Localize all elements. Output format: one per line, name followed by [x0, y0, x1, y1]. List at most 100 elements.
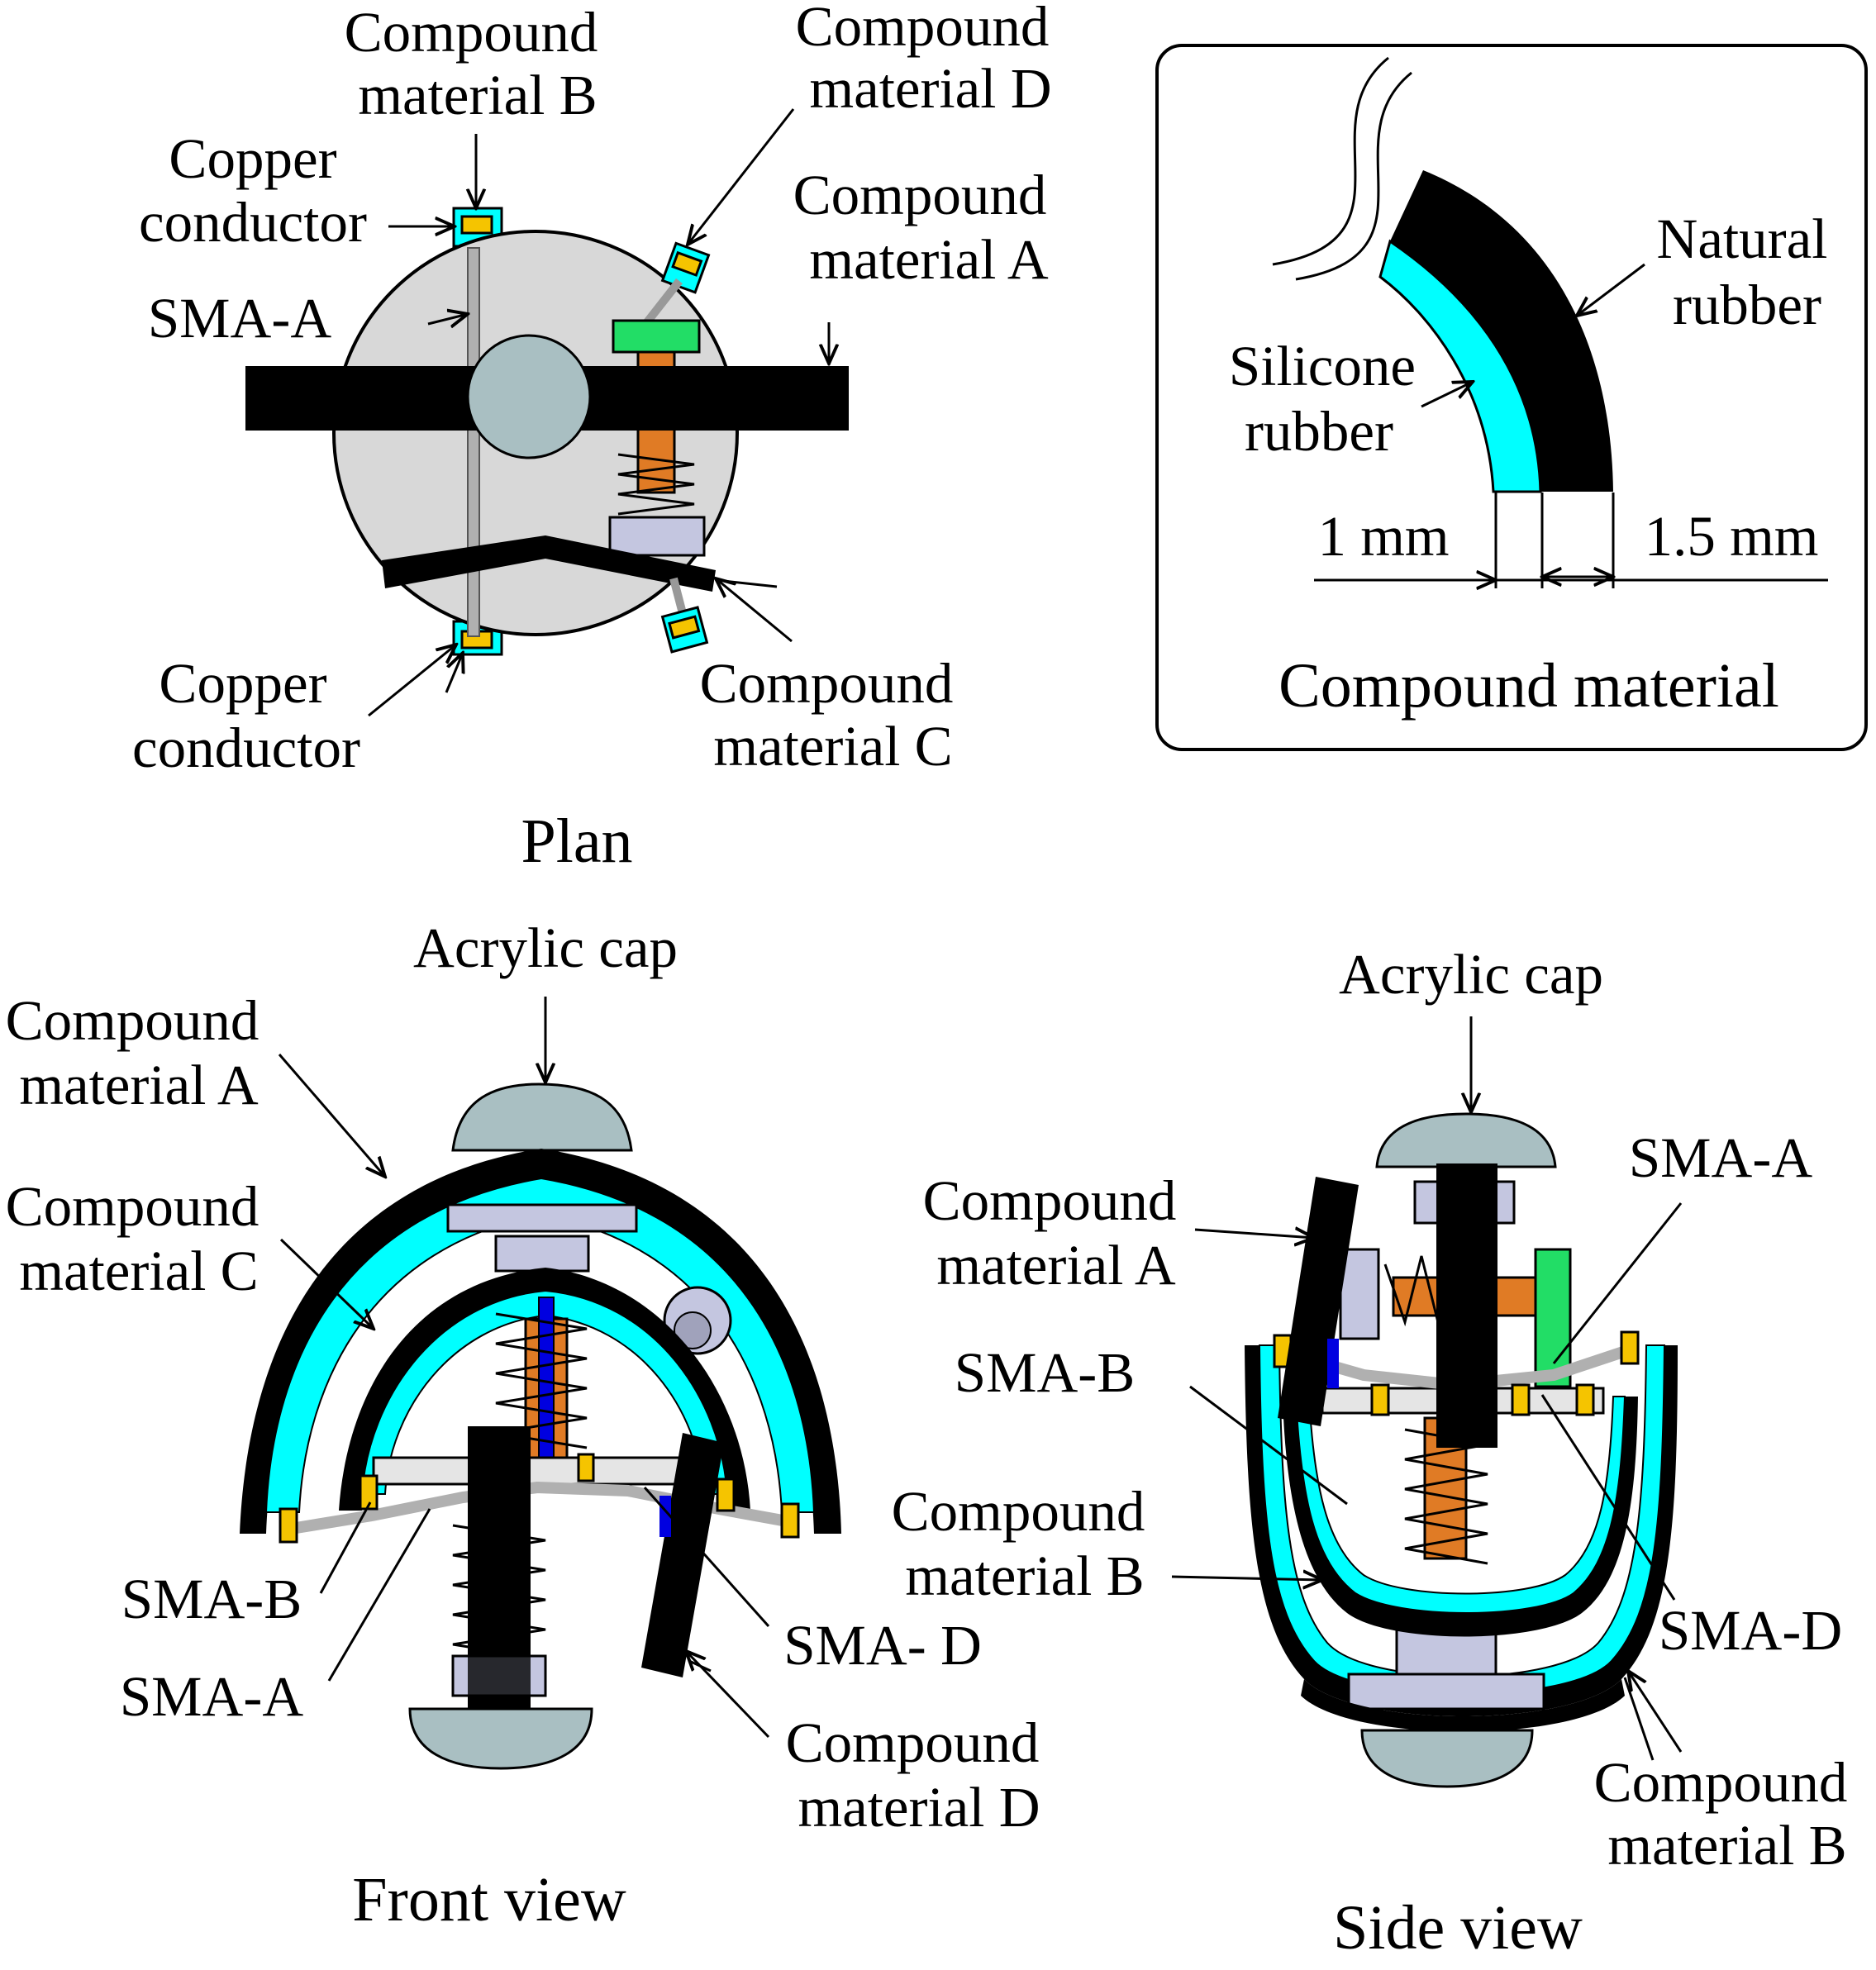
front-label-sma-d: SMA- D: [783, 1614, 982, 1677]
side-inner-u-silicone: [1294, 1396, 1626, 1614]
side-arrow-sma-a: [1552, 1202, 1683, 1364]
plan-label-compound-a-1: Compound: [793, 164, 1047, 226]
plan-arrow-copper-bottom-2: [445, 653, 463, 693]
front-title: Front view: [352, 1865, 626, 1934]
side-copper-5: [1620, 1330, 1640, 1365]
front-label-sma-a: SMA-A: [120, 1665, 304, 1728]
side-lower-spring: [1404, 1428, 1488, 1565]
front-compound-c-outer: [339, 1268, 750, 1511]
side-left-block: [1339, 1248, 1380, 1340]
plan-label-copper-top-2: conductor: [139, 191, 367, 254]
front-mid-plate: [372, 1456, 714, 1486]
plan-label-copper-top-1: Copper: [169, 127, 336, 190]
plan-arrow-compound-c: [716, 578, 793, 643]
inset-arrow-natural-rubber: [1577, 263, 1645, 316]
plan-arrow-compound-c-2: [715, 578, 778, 588]
inset-natural-rubber-layer: [1390, 170, 1613, 492]
front-label-compound-c-2: material C: [19, 1240, 258, 1302]
side-top-acrylic-cap: [1375, 1112, 1557, 1168]
inset-label-silicone-2: rubber: [1245, 400, 1393, 463]
front-arrow-sma-d: [643, 1487, 770, 1627]
side-arrow-compound-a: [1194, 1230, 1314, 1238]
inset-title: Compound material: [1278, 651, 1779, 721]
side-label-compound-a-2: material A: [936, 1234, 1175, 1297]
inset-label-natural-1: Natural: [1657, 207, 1828, 270]
side-copper-3: [1511, 1383, 1531, 1416]
plan-title: Plan: [521, 807, 632, 876]
side-arrow-compound-b-right: [1628, 1671, 1683, 1753]
front-top-acrylic-cap: [451, 1083, 633, 1152]
side-label-compound-b-left-2: material B: [905, 1544, 1144, 1607]
inset-dim-label-right: 1.5 mm: [1645, 505, 1819, 568]
side-copper-2: [1370, 1383, 1390, 1416]
front-upper-plate: [446, 1203, 638, 1233]
inset-break-line-2: [1295, 71, 1412, 281]
plan-label-compound-b-2: material B: [358, 64, 597, 126]
front-copper-3: [577, 1453, 595, 1482]
compound-material-inset: Natural rubber Silicone rubber 1 mm 1.5 …: [1155, 44, 1868, 751]
side-label-compound-b-right-1: Compound: [1594, 1751, 1848, 1814]
plan-label-copper-bottom-2: conductor: [132, 716, 360, 779]
front-arrow-compound-c: [279, 1238, 374, 1329]
plan-green-block: [612, 319, 701, 354]
plan-label-compound-c-1: Compound: [700, 652, 954, 715]
side-green-block: [1534, 1248, 1572, 1388]
side-title: Side view: [1333, 1893, 1583, 1963]
side-center-bar: [1436, 1163, 1497, 1448]
inset-break-line-1: [1272, 56, 1389, 266]
front-label-sma-b: SMA-B: [121, 1568, 302, 1630]
front-label-compound-d-1: Compound: [786, 1711, 1040, 1774]
front-label-compound-c-1: Compound: [6, 1175, 259, 1238]
side-compound-b-silicone: [1258, 1344, 1666, 1696]
front-bottom-acrylic-cap: [408, 1707, 593, 1770]
front-label-compound-d-2: material D: [798, 1776, 1040, 1839]
front-upper-spring: [495, 1312, 588, 1449]
front-arrow-compound-a: [278, 1054, 385, 1177]
plan-copper-top: [460, 215, 493, 235]
front-pulley-hub: [674, 1311, 712, 1349]
front-copper-4: [716, 1478, 736, 1512]
front-label-compound-a-2: material A: [19, 1054, 258, 1116]
front-arrow-sma-b: [319, 1501, 372, 1594]
side-upper-spring: [1383, 1255, 1440, 1327]
plan-compound-c: [660, 606, 709, 654]
plan-lavender-block: [608, 516, 706, 557]
side-bottom-acrylic-cap: [1360, 1729, 1534, 1788]
side-lower-plate: [1347, 1673, 1545, 1711]
plan-compound-d: [660, 241, 711, 294]
side-label-sma-d: SMA-D: [1659, 1599, 1842, 1662]
front-center-bar-top: [468, 1426, 531, 1711]
front-copper-5: [780, 1502, 800, 1539]
front-label-acrylic-cap: Acrylic cap: [413, 916, 678, 979]
plan-center-hub: [466, 334, 592, 459]
side-label-sma-a: SMA-A: [1629, 1126, 1813, 1189]
side-arrow-compound-b-right-2: [1623, 1677, 1655, 1761]
front-copper-1: [279, 1507, 298, 1544]
plan-label-compound-a-2: material A: [809, 228, 1048, 291]
side-label-sma-b: SMA-B: [955, 1341, 1136, 1404]
front-arrow-sma-a: [327, 1508, 431, 1682]
inset-dim-label-left: 1 mm: [1317, 505, 1449, 568]
side-arrow-sma-b: [1189, 1385, 1348, 1506]
plan-view: Compound material B Compound material D …: [132, 0, 1052, 876]
side-arrow-compound-b-left: [1171, 1577, 1322, 1580]
side-label-compound-a-1: Compound: [923, 1169, 1177, 1232]
plan-label-copper-bottom-1: Copper: [159, 652, 326, 715]
plan-sma-a-wire: [467, 247, 480, 637]
side-sma-blue: [1327, 1339, 1339, 1388]
plan-arrow-compound-d: [688, 108, 795, 245]
side-view: Acrylic cap SMA-A Compound material A SM…: [892, 943, 1848, 1963]
side-compound-a: [1278, 1177, 1359, 1426]
plan-bent-bar: [382, 535, 716, 592]
inset-label-natural-2: rubber: [1673, 274, 1821, 336]
front-label-compound-a-1: Compound: [6, 989, 259, 1052]
plan-label-compound-d-1: Compound: [796, 0, 1050, 58]
side-compound-b-bottom: [1301, 1679, 1625, 1732]
side-copper-4: [1575, 1383, 1595, 1416]
plan-label-compound-c-2: material C: [713, 715, 952, 778]
front-arrow-compound-d-2: [688, 1659, 712, 1673]
plan-label-compound-b-1: Compound: [345, 1, 598, 64]
front-view: Acrylic cap Compound material A Compound…: [6, 916, 1040, 1934]
side-label-compound-b-left-1: Compound: [892, 1480, 1145, 1543]
